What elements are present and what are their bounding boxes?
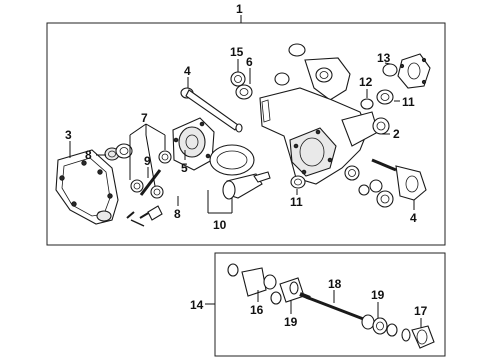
boot-19-right <box>361 314 398 337</box>
differential-housing <box>259 87 379 185</box>
callout-1: 1 <box>236 2 243 16</box>
callout-7: 7 <box>141 111 148 125</box>
callout-8-left: 8 <box>85 148 92 162</box>
leader-lines <box>69 15 422 328</box>
callout-4-upper: 4 <box>184 64 191 78</box>
callout-4-lower: 4 <box>410 211 417 225</box>
callout-3: 3 <box>65 128 72 142</box>
callout-19-left: 19 <box>284 315 298 329</box>
callout-6: 6 <box>246 55 253 69</box>
callout-14: 14 <box>190 298 204 312</box>
callout-16: 16 <box>250 303 264 317</box>
bearing-set-7 <box>130 150 172 199</box>
callout-5: 5 <box>181 161 188 175</box>
callout-labels: 1 2 3 4 4 5 6 7 8 8 9 10 11 11 12 13 14 … <box>65 2 428 329</box>
cv-joint-17 <box>401 325 435 349</box>
half-shaft-18 <box>299 292 367 322</box>
callout-11-upper: 11 <box>402 95 415 109</box>
seal-12 <box>360 98 374 110</box>
callout-10: 10 <box>213 218 227 232</box>
callout-2: 2 <box>393 127 400 141</box>
upper-assembly-frame <box>46 22 446 246</box>
differential-carrier <box>172 117 215 171</box>
callout-9: 9 <box>144 154 151 168</box>
callout-19-right: 19 <box>371 288 385 302</box>
callout-17: 17 <box>414 304 428 318</box>
bearings-right <box>344 165 394 208</box>
boot-19-left <box>270 277 305 305</box>
seal-6 <box>235 84 253 100</box>
seal-11-upper <box>376 89 394 105</box>
differential-cover <box>55 149 119 225</box>
callout-18: 18 <box>328 277 342 291</box>
seal-11-lower <box>290 175 306 189</box>
callout-15: 15 <box>230 45 244 59</box>
ring-and-pinion <box>209 144 271 200</box>
callout-8-lower: 8 <box>174 207 181 221</box>
pinion-shaft <box>139 169 162 196</box>
bearing-2 <box>372 117 390 135</box>
cv-boot-inner <box>227 263 277 297</box>
axle-shaft-upper <box>180 87 243 133</box>
bolt-set <box>126 205 163 227</box>
callout-12: 12 <box>359 75 373 89</box>
bearing-15 <box>230 71 246 87</box>
mount-bracket <box>274 43 351 101</box>
callout-11-lower: 11 <box>290 195 303 209</box>
axle-shaft-lower <box>371 158 427 201</box>
flange-13 <box>382 53 431 89</box>
callout-13: 13 <box>377 51 391 65</box>
seal-left <box>104 143 133 161</box>
